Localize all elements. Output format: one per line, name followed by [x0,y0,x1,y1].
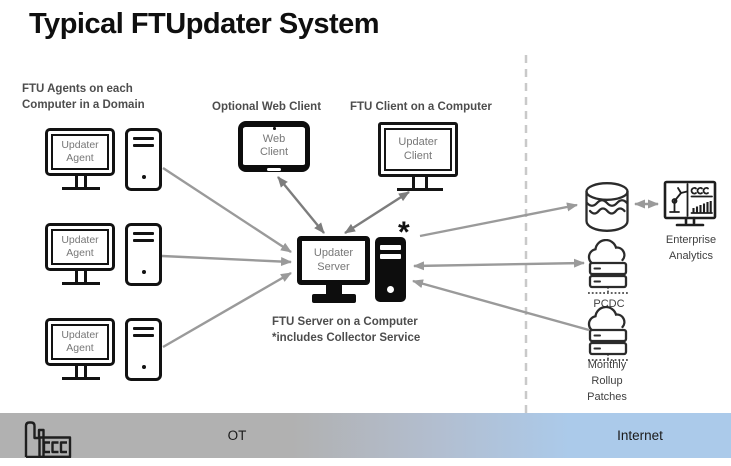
factory-logo-icon [24,421,72,458]
caption-optional-web-client: Optional Web Client [212,101,322,113]
monthly-rollup-patches-label: Monthly Rollup Patches [587,359,627,403]
edge-agent2-server [161,254,292,267]
ot-zone-label: OT [227,428,247,443]
server-monitor-stand [326,285,342,295]
enterprise-analytics-label: Enterprise Analytics [665,234,717,262]
updater-client-monitor-icon: Updater Client [378,122,458,191]
edge-monthly-server [412,279,590,332]
monitor-icon: Updater Agent [45,318,115,380]
analytics-monitor-icon [663,180,717,227]
monitor-icon: Updater Agent [45,128,115,190]
agent-screen-label: Updater Agent [61,139,99,164]
collector-service-asterisk: * [398,216,410,249]
agent-screen-label: Updater Agent [61,234,99,259]
web-client-screen-label: Web Client [259,132,289,158]
updater-client-screen-label: Updater Client [398,136,438,162]
updater-agent-2: Updater Agent [45,223,163,289]
caption-ftu-client: FTU Client on a Computer [350,101,492,113]
monitor-icon: Updater Agent [45,223,115,285]
data-lake-cylinder-icon [585,182,629,232]
server-monitor-base [312,294,356,303]
computer-tower-icon [125,223,162,286]
network-zone-bar: OT Internet [0,413,731,458]
caption-ftu-server: FTU Server on a Computer *includes Colle… [272,316,421,345]
internet-zone-label: Internet [617,428,663,443]
camera-dot-icon [273,127,276,130]
agent-screen-label: Updater Agent [61,329,99,354]
home-button-icon [267,168,281,171]
cloud-server-icon [587,239,628,294]
edge-agent1-server [162,166,292,254]
updater-agent-3: Updater Agent [45,318,163,384]
caption-ftu-agents: FTU Agents on each Computer in a Domain [22,83,145,112]
computer-tower-icon [125,128,162,191]
server-tower-icon [375,237,406,302]
cloud-server-icon [587,306,628,361]
page-title: Typical FTUpdater System [29,8,380,40]
updater-agent-1: Updater Agent [45,128,163,194]
edge-server-datalake [419,202,578,238]
edge-server-webclient [277,176,325,234]
updater-server-monitor-icon: Updater Server [297,236,370,285]
web-client-tablet-icon: Web Client [238,121,310,172]
updater-server-screen-label: Updater Server [313,247,354,273]
edge-server-pcdc [413,258,585,271]
computer-tower-icon [125,318,162,381]
